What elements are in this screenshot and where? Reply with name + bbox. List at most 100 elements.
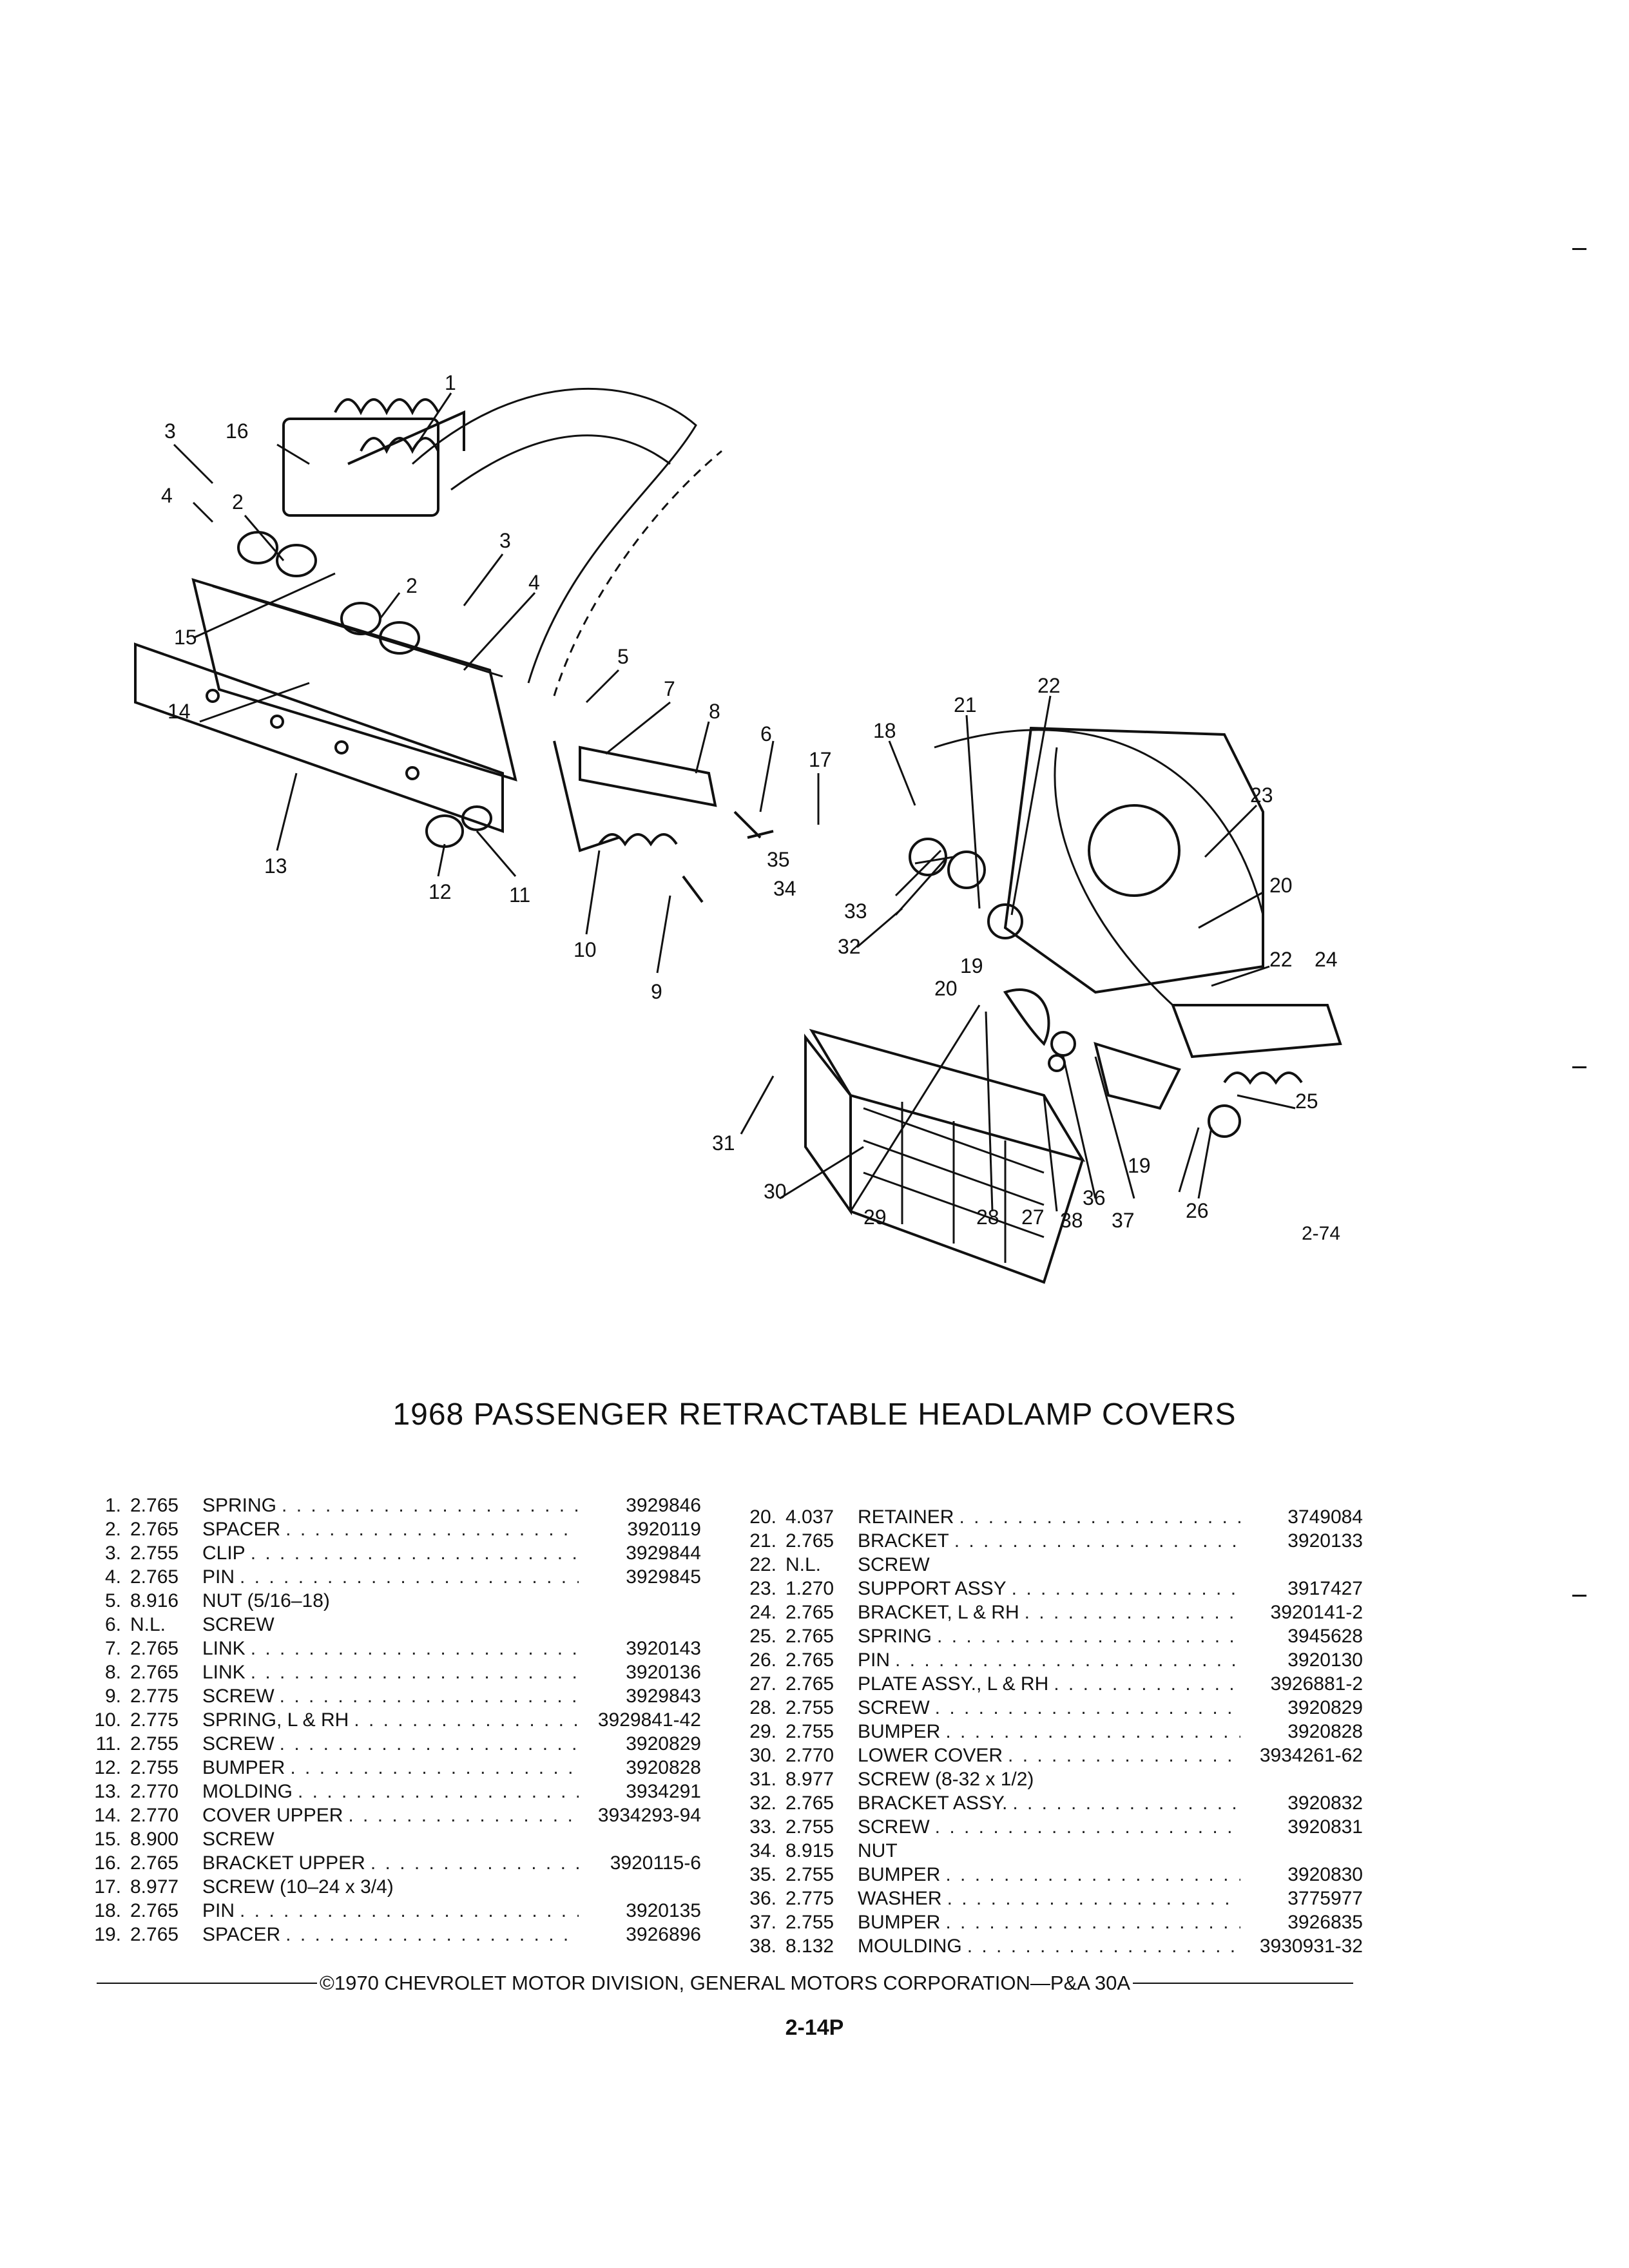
part-description-text: LINK xyxy=(202,1662,246,1683)
part-description-text: SCREW xyxy=(202,1733,275,1754)
callout-33: 33 xyxy=(844,899,867,923)
callout-21: 21 xyxy=(954,693,977,716)
part-description-text: COVER UPPER xyxy=(202,1805,343,1826)
part-description-text: BRACKET, L & RH xyxy=(858,1602,1019,1623)
part-group-number: 2.755 xyxy=(786,1912,834,1933)
part-description-text: BRACKET xyxy=(858,1530,949,1552)
part-index: 22. xyxy=(749,1554,776,1575)
part-group-number: 2.765 xyxy=(130,1662,179,1683)
part-group-number: 2.765 xyxy=(786,1649,834,1671)
part-description: BUMPER. . . . . . . . . . . . . . . . . … xyxy=(202,1756,579,1780)
part-description: PIN. . . . . . . . . . . . . . . . . . .… xyxy=(202,1565,579,1589)
part-number: 3920136 xyxy=(626,1662,701,1683)
part-group-number: 2.765 xyxy=(786,1530,834,1552)
part-description: SCREW. . . . . . . . . . . . . . . . . .… xyxy=(202,1684,579,1708)
part-description-text: SCREW (8-32 x 1/2) xyxy=(858,1769,1034,1790)
part-group-number: 2.755 xyxy=(786,1721,834,1742)
callout-25: 25 xyxy=(1295,1090,1318,1113)
leader-dots: . . . . . . . . . . . . . . . . . . . . … xyxy=(279,1733,579,1754)
part-description: PIN. . . . . . . . . . . . . . . . . . .… xyxy=(202,1899,579,1923)
part-description-text: SCREW xyxy=(202,1829,275,1850)
part-index: 25. xyxy=(749,1626,776,1647)
callout-1: 1 xyxy=(445,371,456,394)
rule-right xyxy=(1133,1983,1354,1984)
part-description: WASHER. . . . . . . . . . . . . . . . . … xyxy=(858,1887,1240,1910)
leader-dots: . . . . . . . . . . . . . . . . . . . . … xyxy=(348,1805,579,1826)
part-description: BRACKET, L & RH. . . . . . . . . . . . .… xyxy=(858,1600,1240,1624)
callout-24: 24 xyxy=(1315,948,1338,971)
part-description-text: SPRING xyxy=(858,1626,932,1647)
callout-leaders xyxy=(173,392,1296,1212)
part-index: 23. xyxy=(749,1578,776,1599)
part-group-number: 2.765 xyxy=(130,1519,179,1540)
leader-dots: . . . . . . . . . . . . . . . . . . . . … xyxy=(250,1662,579,1683)
part-index: 29. xyxy=(749,1721,776,1742)
part-number: 3920828 xyxy=(626,1757,701,1778)
part-group-number: 1.270 xyxy=(786,1578,834,1599)
callout-labels: 1 3 16 4 2 3 2 4 15 5 7 8 6 14 13 12 11 … xyxy=(161,371,1338,1232)
callout-32: 32 xyxy=(838,935,861,958)
part-index: 36. xyxy=(749,1888,776,1909)
part-index: 37. xyxy=(749,1912,776,1933)
part-description-text: LINK xyxy=(202,1638,246,1659)
part-index: 3. xyxy=(104,1542,121,1564)
leader-dots: . . . . . . . . . . . . . . . . . . . . … xyxy=(298,1781,579,1802)
scan-mark xyxy=(1572,1066,1586,1068)
part-group-number: 2.755 xyxy=(786,1816,834,1838)
callout-11: 11 xyxy=(509,883,530,907)
leader-dots: . . . . . . . . . . . . . . . . . . . . … xyxy=(279,1686,579,1707)
callout-4a: 4 xyxy=(161,484,173,507)
part-index: 16. xyxy=(94,1852,121,1874)
callout-34: 34 xyxy=(773,877,796,900)
part-number: 3920130 xyxy=(1287,1649,1363,1671)
leader-dots: . . . . . . . . . . . . . . . . . . . . … xyxy=(1054,1673,1240,1695)
leader-dots: . . . . . . . . . . . . . . . . . . . . … xyxy=(240,1566,579,1588)
part-number: 3749084 xyxy=(1287,1506,1363,1528)
part-description: SPRING. . . . . . . . . . . . . . . . . … xyxy=(202,1494,579,1517)
part-number: 3920119 xyxy=(627,1519,701,1540)
part-number: 3926881-2 xyxy=(1270,1673,1363,1695)
part-group-number: 2.770 xyxy=(130,1805,179,1826)
part-index: 8. xyxy=(104,1662,121,1683)
leader-dots: . . . . . . . . . . . . . . . . . . . . … xyxy=(895,1649,1240,1671)
part-description-text: SPRING xyxy=(202,1495,277,1516)
part-description: SCREW xyxy=(858,1553,1240,1577)
part-number: 3929846 xyxy=(626,1495,701,1516)
part-number: 3920831 xyxy=(1287,1816,1363,1838)
callout-3a: 3 xyxy=(164,419,176,443)
part-group-number: 2.755 xyxy=(130,1757,179,1778)
parts-list-row: 37. 2.755 BUMPER. . . . . . . . . . . . . … xyxy=(731,1910,1363,1934)
part-description-text: BUMPER xyxy=(202,1757,285,1778)
part-group-number: 2.770 xyxy=(786,1745,834,1766)
part-description: BUMPER. . . . . . . . . . . . . . . . . … xyxy=(858,1910,1240,1934)
part-index: 20. xyxy=(749,1506,776,1528)
callout-4b: 4 xyxy=(528,571,540,594)
part-description: BUMPER. . . . . . . . . . . . . . . . . … xyxy=(858,1863,1240,1887)
part-index: 11. xyxy=(95,1733,121,1754)
part-group-number: 2.765 xyxy=(130,1924,179,1945)
part-number: 3926896 xyxy=(626,1924,701,1945)
leader-dots: . . . . . . . . . . . . . . . . . . . . … xyxy=(1008,1745,1240,1766)
part-index: 4. xyxy=(104,1566,121,1588)
part-index: 5. xyxy=(104,1590,121,1611)
part-description-text: SCREW (10–24 x 3/4) xyxy=(202,1876,394,1898)
part-index: 6. xyxy=(104,1614,121,1635)
part-description: BRACKET ASSY.. . . . . . . . . . . . . .… xyxy=(858,1791,1240,1815)
callout-22a: 22 xyxy=(1037,674,1061,697)
part-group-number: 8.977 xyxy=(786,1769,834,1790)
leader-dots: . . . . . . . . . . . . . . . . . . . . … xyxy=(354,1709,579,1731)
callout-8: 8 xyxy=(709,700,720,723)
exploded-view-diagram: 1 3 16 4 2 3 2 4 15 5 7 8 6 14 13 12 11 … xyxy=(134,371,1342,1284)
part-index: 31. xyxy=(749,1769,776,1790)
page-number: 2-14P xyxy=(785,2015,844,2040)
